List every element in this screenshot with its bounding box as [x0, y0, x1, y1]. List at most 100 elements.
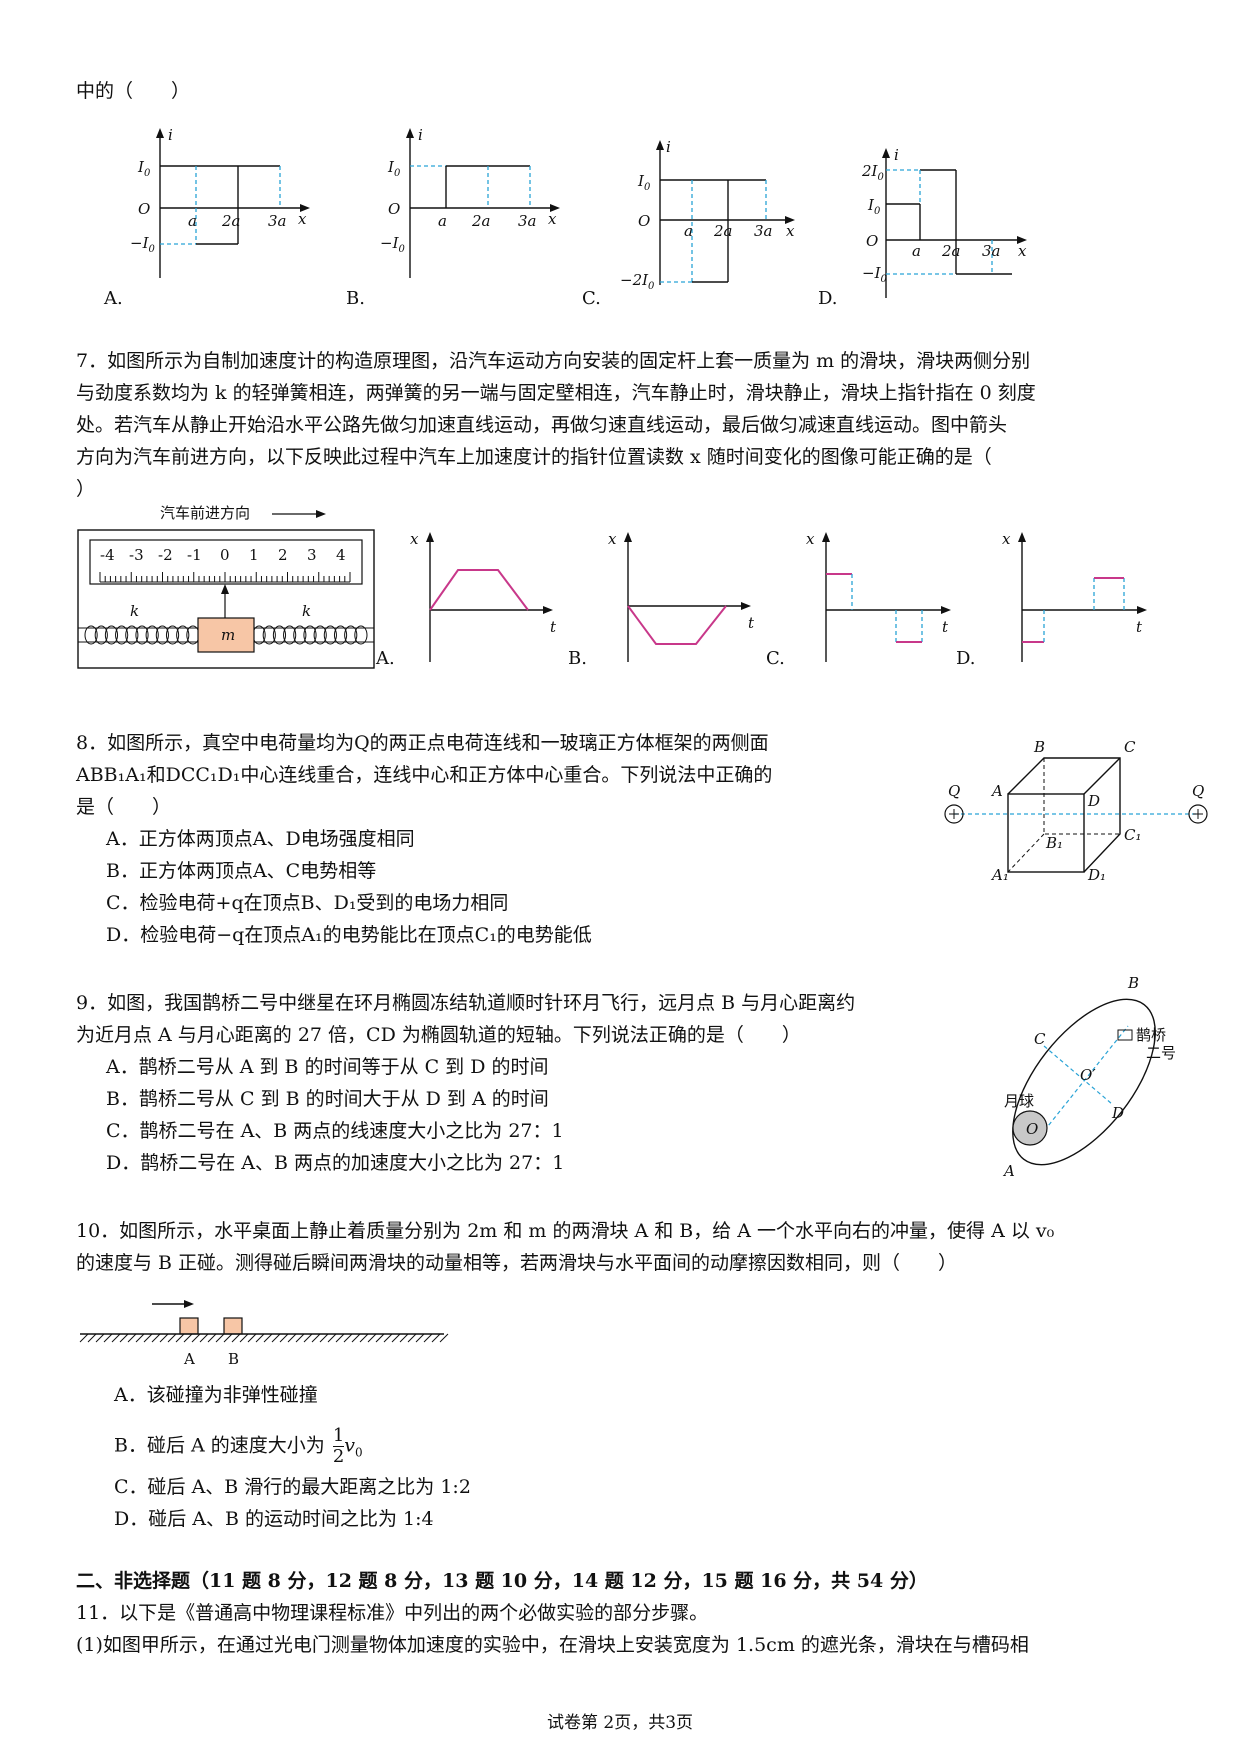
- q6-tail: 中的（ ）: [76, 80, 191, 102]
- scale-ticks: [99, 572, 351, 583]
- svg-text:C: C: [1124, 738, 1136, 756]
- svg-text:B₁: B₁: [1045, 834, 1063, 852]
- svg-text:3a: 3a: [268, 212, 287, 230]
- q7-accelerometer-figure: 汽车前进方向 -4 -3 -2 -1 0 1 2 3 4 m k k: [77, 504, 375, 669]
- svg-text:3a: 3a: [982, 242, 1001, 260]
- q11-part-1: (1)如图甲所示，在通过光电门测量物体加速度的实验中，在滑块上安装宽度为 1.5…: [76, 1634, 1029, 1656]
- svg-text:O: O: [1026, 1120, 1038, 1138]
- q7-line-3: 处。若汽车从静止开始沿水平公路先做匀加速直线运动，再做匀速直线运动，最后做匀减速…: [76, 414, 1008, 436]
- svg-text:x: x: [1002, 530, 1011, 548]
- svg-text:x: x: [786, 222, 795, 240]
- svg-text:x: x: [548, 210, 557, 228]
- svg-text:O: O: [866, 232, 878, 250]
- q10-option-c: C．碰后 A、B 滑行的最大距离之比为 1:2: [114, 1476, 471, 1498]
- q6-graph-c: i x O I0 −2I0 a 2a 3a: [620, 138, 795, 292]
- svg-text:I0: I0: [637, 172, 651, 193]
- q9-option-d: D．鹊桥二号在 A、B 两点的加速度大小之比为 27：1: [106, 1152, 565, 1174]
- svg-text:x: x: [1018, 242, 1027, 260]
- direction-label: 汽车前进方向: [160, 504, 250, 522]
- q7-line-1: 7．如图所示为自制加速度计的构造原理图，沿汽车运动方向安装的固定杆上套一质量为 …: [76, 350, 1031, 372]
- svg-text:I0: I0: [867, 196, 881, 217]
- svg-text:−2I0: −2I0: [620, 271, 655, 292]
- svg-text:C₁: C₁: [1124, 826, 1142, 844]
- q9-option-b: B．鹊桥二号从 C 到 B 的时间大于从 D 到 A 的时间: [106, 1088, 549, 1110]
- svg-text:i: i: [894, 146, 899, 164]
- q8-option-d: D．检验电荷−q在顶点A₁的电势能比在顶点C₁的电势能低: [106, 924, 592, 946]
- q11-intro: 11．以下是《普通高中物理课程标准》中列出的两个必做实验的部分步骤。: [76, 1602, 709, 1624]
- svg-text:x: x: [608, 530, 617, 548]
- q6-graph-a: i x O I0 −I0 a 2a 3a: [130, 126, 310, 278]
- q9-line-2: 为近月点 A 与月心距离的 27 倍，CD 为椭圆轨道的短轴。下列说法正确的是（…: [76, 1024, 801, 1046]
- svg-text:0: 0: [220, 546, 230, 564]
- svg-text:I0: I0: [387, 158, 401, 179]
- svg-text:t: t: [550, 618, 557, 636]
- svg-text:a: a: [188, 212, 197, 230]
- svg-text:a: a: [684, 222, 693, 240]
- svg-text:i: i: [666, 138, 671, 156]
- q8-line-1: 8．如图所示，真空中电荷量均为Q的两正点电荷连线和一玻璃正方体框架的两侧面: [76, 732, 769, 754]
- q10-line-1: 10．如图所示，水平桌面上静止着质量分别为 2m 和 m 的两滑块 A 和 B，…: [76, 1220, 1055, 1242]
- q7-option-a: A.: [376, 648, 395, 669]
- mass-block: [197, 617, 255, 653]
- q6-graph-b: i x O I0 −I0 a 2a 3a: [380, 126, 560, 278]
- svg-text:−I0: −I0: [130, 234, 156, 255]
- svg-text:C: C: [1034, 1030, 1046, 1048]
- q7-line-4: 方向为汽车前进方向，以下反映此过程中汽车上加速度计的指针位置读数 x 随时间变化…: [76, 446, 992, 468]
- origin-label: O: [138, 200, 150, 218]
- svg-text:2a: 2a: [941, 242, 961, 260]
- svg-text:i: i: [418, 126, 423, 144]
- q7-option-b: B.: [568, 648, 587, 669]
- q8-cube-figure: Q Q B C A D B₁ C₁ A₁ D₁: [944, 738, 1208, 884]
- svg-text:I0: I0: [137, 158, 151, 179]
- page-footer: 试卷第 2页，共3页: [546, 1713, 694, 1733]
- svg-text:3a: 3a: [518, 212, 537, 230]
- q6-option-c: C.: [582, 288, 601, 309]
- svg-text:x: x: [410, 530, 419, 548]
- svg-text:D: D: [1111, 1104, 1124, 1122]
- q10-line-2: 的速度与 B 正碰。测得碰后瞬间两滑块的动量相等，若两滑块与水平面间的动摩擦因数…: [76, 1252, 958, 1274]
- spring-left: [84, 625, 200, 645]
- svg-text:A: A: [990, 782, 1003, 800]
- q6-option-d: D.: [818, 288, 838, 309]
- svg-text:t: t: [1136, 618, 1143, 636]
- q9-option-c: C．鹊桥二号在 A、B 两点的线速度大小之比为 27：1: [106, 1120, 564, 1142]
- svg-text:A₁: A₁: [990, 866, 1009, 884]
- svg-text:4: 4: [336, 546, 346, 564]
- svg-text:B: B: [228, 1350, 239, 1368]
- svg-text:O′: O′: [1080, 1066, 1096, 1084]
- q7-graph-d: x t: [1002, 530, 1147, 662]
- q10-option-b: B．碰后 A 的速度大小为 1 2 v0: [114, 1425, 363, 1467]
- ground-hatch: [79, 1333, 449, 1343]
- svg-text:D: D: [1087, 792, 1100, 810]
- svg-text:a: a: [438, 212, 447, 230]
- q6-option-a: A.: [104, 288, 123, 309]
- q8-line-3: 是（ ）: [76, 796, 172, 818]
- svg-text:-2: -2: [158, 546, 173, 564]
- svg-text:t: t: [942, 618, 949, 636]
- q9-line-1: 9．如图，我国鹊桥二号中继星在环月椭圆冻结轨道顺时针环月飞行，远月点 B 与月心…: [76, 992, 856, 1014]
- q6-graph-d: i x O 2I0 I0 −I0 a 2a 3a: [861, 146, 1027, 298]
- svg-text:O: O: [638, 212, 650, 230]
- q10-option-a: A．该碰撞为非弹性碰撞: [114, 1384, 318, 1406]
- svg-text:m: m: [221, 626, 235, 644]
- q6-option-b: B.: [346, 288, 365, 309]
- svg-text:O: O: [388, 200, 400, 218]
- q10-blocks-figure: A B: [79, 1300, 449, 1368]
- svg-text:B: B: [1127, 974, 1139, 992]
- svg-text:2a: 2a: [713, 222, 733, 240]
- q9-orbit-figure: 月球 O O′ B C D A 鹊桥 二号: [1002, 974, 1176, 1180]
- svg-text:-1: -1: [187, 546, 202, 564]
- svg-text:3a: 3a: [754, 222, 773, 240]
- satellite-icon: [1117, 1029, 1133, 1041]
- svg-text:x: x: [806, 530, 815, 548]
- axis-x-label: x: [298, 210, 307, 228]
- section-2-title: 二、非选择题（11 题 8 分，12 题 8 分，13 题 10 分，14 题 …: [76, 1570, 928, 1592]
- block-a: [179, 1317, 199, 1335]
- svg-text:鹊桥: 鹊桥: [1136, 1026, 1166, 1044]
- svg-text:B: B: [1033, 738, 1045, 756]
- q7-graph-c: x t: [806, 530, 951, 662]
- q7-line-5: ）: [76, 478, 96, 500]
- svg-text:-4: -4: [100, 546, 115, 564]
- spring-right: [252, 625, 368, 645]
